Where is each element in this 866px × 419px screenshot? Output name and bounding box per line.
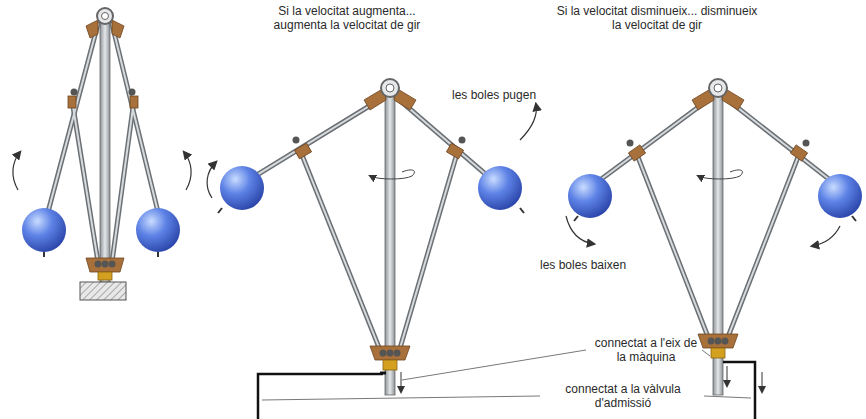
governor-balls-up <box>207 79 536 419</box>
heading-note: Si la velocitat augmenta... augmenta la … <box>252 4 442 32</box>
motion-arrow <box>184 152 191 190</box>
motion-note: les boles baixen <box>540 258 660 272</box>
motion-note: les boles pugen <box>452 88 562 102</box>
governor-at-rest <box>22 8 180 300</box>
governor-balls-down <box>566 79 862 419</box>
callout-label: connectat a l'eix de la màquina <box>590 336 702 364</box>
callout-label: connectat a la vàlvula d'admissió <box>544 382 702 410</box>
heading-note: Si la velocitat disminueix... disminueix… <box>552 4 762 32</box>
motion-arrow <box>13 152 20 190</box>
